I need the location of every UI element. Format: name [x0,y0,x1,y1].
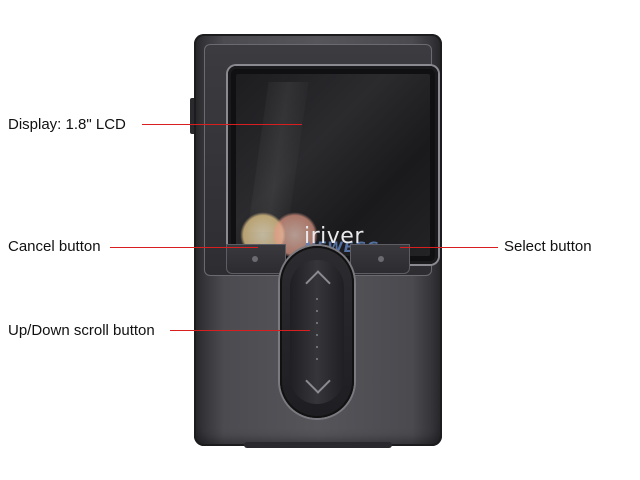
scroll-label: Up/Down scroll button [8,322,155,339]
select-dot-icon [378,256,384,262]
select-button[interactable] [350,244,410,274]
chevron-up-icon [305,270,331,296]
select-leader-line [400,247,498,248]
side-button [190,98,194,134]
device-top-panel: NEWEGG iriver [204,44,438,276]
display-leader-line [142,124,302,125]
scroll-leader-line [170,330,310,331]
mp3-player-device: NEWEGG iriver [190,34,442,448]
scroll-button[interactable] [280,246,354,418]
cancel-label: Cancel button [8,238,101,255]
scroll-dots [316,298,318,362]
select-label: Select button [504,238,592,255]
screen-glare [247,82,309,232]
cancel-dot-icon [252,256,258,262]
display-label: Display: 1.8" LCD [8,116,126,133]
scroll-track [290,260,344,404]
chevron-down-icon [305,368,331,394]
cancel-leader-line [110,247,258,248]
device-bottom-notch [244,442,392,448]
cancel-button[interactable] [226,244,286,274]
